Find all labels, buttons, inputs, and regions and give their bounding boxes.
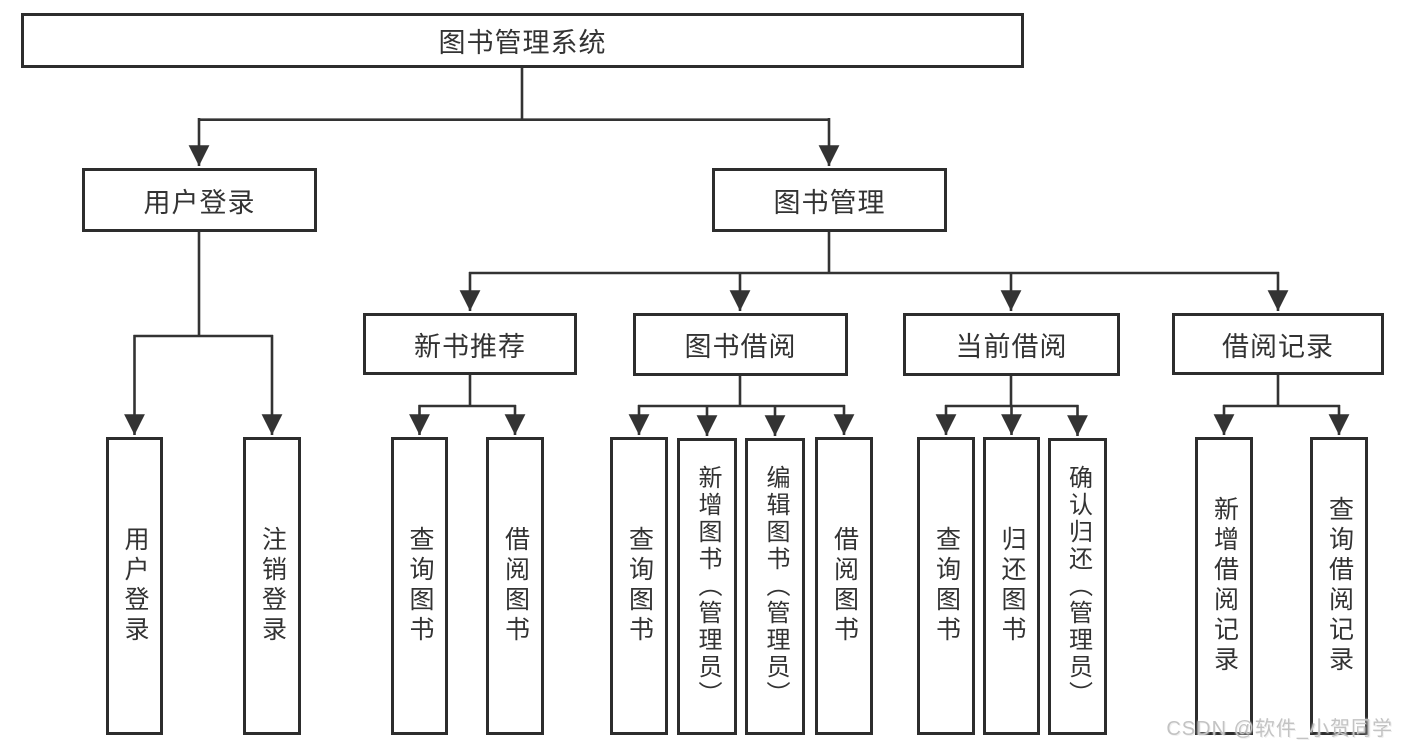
leaf-logout: 注销登录: [243, 437, 301, 735]
node-borrow-records: 借阅记录: [1172, 313, 1384, 375]
leaf-user-login-label: 用户登录: [121, 526, 149, 646]
leaf-confirm-return-admin-label: 确认归还（管理员）: [1064, 465, 1092, 708]
leaf-edit-books-admin: 编辑图书（管理员）: [745, 438, 805, 735]
node-root-label: 图书管理系统: [438, 28, 607, 58]
node-root: 图书管理系统: [21, 13, 1024, 68]
connector-group-book-borrow: [628, 376, 855, 437]
node-book-management-label: 图书管理: [773, 187, 886, 218]
leaf-borrow-query-books-label: 查询图书: [625, 526, 654, 646]
leaf-logout-label: 注销登录: [258, 526, 287, 646]
connector-group-book-management: [459, 232, 1289, 312]
connector-group-borrow-records: [1213, 375, 1350, 436]
connector-group-user-login: [124, 232, 283, 436]
leaf-return-books: 归还图书: [983, 437, 1040, 735]
leaf-confirm-return-admin: 确认归还（管理员）: [1048, 438, 1107, 735]
leaf-query-borrow-record: 查询借阅记录: [1310, 437, 1368, 735]
leaf-current-query-books-label: 查询图书: [932, 526, 961, 646]
connector-group-current-borrow: [935, 376, 1088, 437]
connector-group-new-book-recommend: [409, 375, 526, 436]
leaf-edit-books-admin-label: 编辑图书（管理员）: [762, 465, 789, 708]
csdn-watermark: CSDN @软件_小贺同学: [1166, 718, 1393, 740]
node-current-borrow: 当前借阅: [903, 313, 1120, 376]
leaf-recommend-borrow-books: 借阅图书: [486, 437, 544, 735]
leaf-current-query-books: 查询图书: [917, 437, 975, 735]
node-user-login-label: 用户登录: [143, 187, 256, 218]
leaf-add-books-admin-label: 新增图书（管理员）: [694, 465, 721, 708]
node-new-book-recommend-label: 新书推荐: [414, 331, 526, 362]
node-book-borrow: 图书借阅: [633, 313, 848, 376]
connector-group-root: [188, 68, 840, 166]
leaf-user-login: 用户登录: [106, 437, 163, 735]
leaf-recommend-query-books-label: 查询图书: [406, 526, 434, 646]
leaf-return-books-label: 归还图书: [998, 526, 1026, 646]
leaf-recommend-borrow-books-label: 借阅图书: [501, 526, 530, 646]
leaf-borrow-query-books: 查询图书: [610, 437, 668, 735]
node-new-book-recommend: 新书推荐: [363, 313, 577, 375]
leaf-add-books-admin: 新增图书（管理员）: [677, 438, 737, 735]
leaf-borrow-books-label: 借阅图书: [830, 526, 859, 646]
node-borrow-records-label: 借阅记录: [1222, 331, 1334, 362]
leaf-borrow-books: 借阅图书: [815, 437, 873, 735]
node-book-management: 图书管理: [712, 168, 947, 232]
leaf-add-borrow-record: 新增借阅记录: [1195, 437, 1253, 735]
node-current-borrow-label: 当前借阅: [955, 332, 1068, 362]
node-book-borrow-label: 图书借阅: [684, 332, 797, 362]
leaf-add-borrow-record-label: 新增借阅记录: [1210, 496, 1239, 676]
node-user-login: 用户登录: [82, 168, 317, 232]
leaf-query-borrow-record-label: 查询借阅记录: [1325, 496, 1354, 676]
leaf-recommend-query-books: 查询图书: [391, 437, 448, 735]
